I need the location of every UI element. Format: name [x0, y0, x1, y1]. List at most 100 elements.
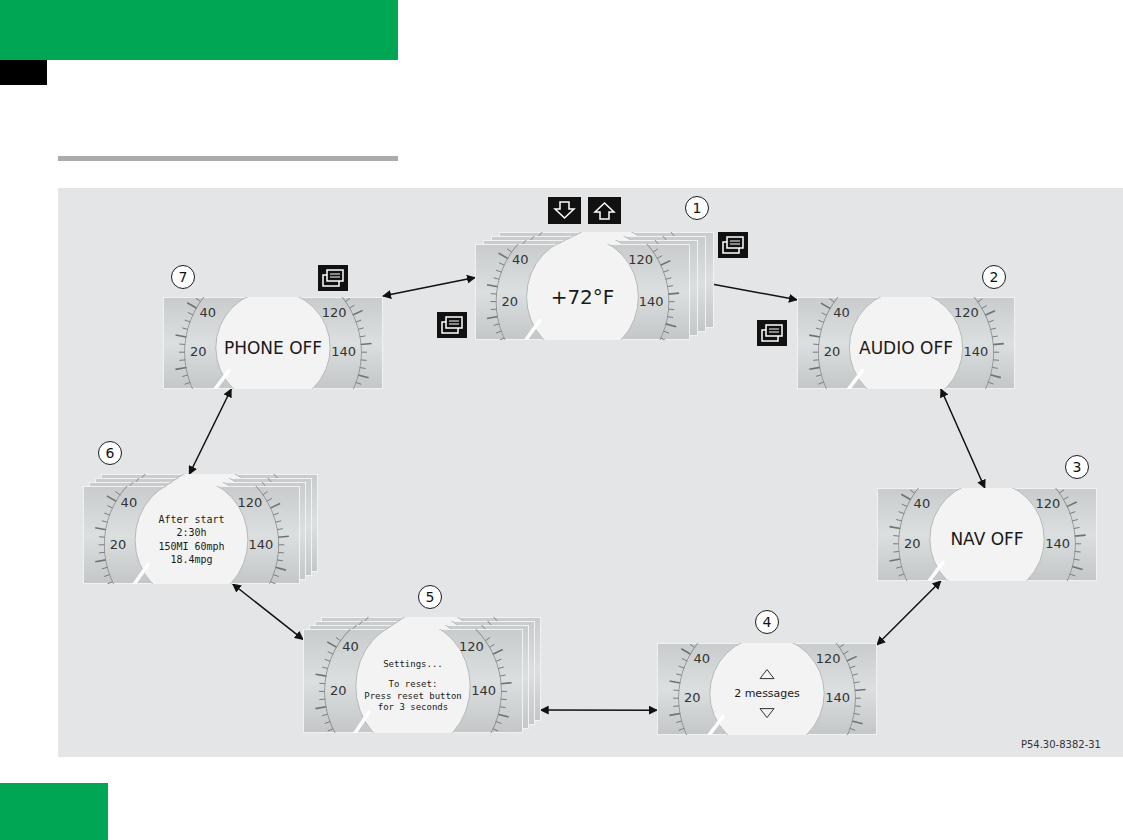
scale-tick: [498, 667, 504, 669]
scale-tick: [890, 527, 901, 529]
scale-tick: [668, 292, 679, 295]
gauge-number: 120: [459, 639, 484, 655]
scale-tick: [487, 285, 498, 287]
scale-tick: [491, 293, 497, 295]
scale-tick: [813, 344, 819, 346]
scale-tick: [345, 298, 350, 301]
scale-tick: [813, 352, 819, 353]
scale-tick: [663, 270, 669, 272]
gauge-number: 40: [833, 305, 850, 321]
double-arrow: [189, 389, 231, 474]
menu-button-icon: [718, 232, 748, 258]
scale-tick: [830, 299, 835, 302]
scale-tick: [499, 338, 504, 340]
display-text: PHONE OFF: [224, 337, 322, 357]
scale-tick: [899, 512, 905, 514]
scale-tick: [494, 324, 500, 326]
double-arrow: [877, 581, 941, 645]
display-node: Settings...To reset:Press reset button f…: [303, 629, 523, 733]
needle: [354, 712, 369, 733]
gauge-number: 20: [904, 536, 921, 552]
display-line: PHONE OFF: [224, 337, 322, 357]
scale-tick: [322, 714, 328, 716]
gauge-number: 140: [963, 344, 988, 360]
callout-number: 1: [685, 196, 709, 220]
scale-tick: [855, 689, 866, 692]
scale-tick: [681, 649, 691, 655]
scale-tick: [667, 286, 673, 287]
scale-tick: [1063, 497, 1068, 500]
scale-tick: [107, 581, 112, 584]
scale-tick: [99, 552, 105, 554]
scale-tick: [682, 658, 687, 661]
scale-tick: [666, 278, 672, 280]
scale-tick: [1070, 574, 1076, 576]
scale-tick: [270, 503, 280, 508]
scale-tick: [499, 263, 504, 266]
scale-tick: [491, 309, 497, 311]
scale-tick: [485, 637, 490, 640]
needle: [214, 371, 229, 389]
display-window: [356, 629, 470, 733]
scale-tick: [493, 650, 503, 655]
callout-number: 6: [98, 441, 122, 465]
display-line: 18.4mpg: [158, 553, 224, 567]
scale-tick: [1075, 534, 1086, 537]
scale-tick: [852, 721, 863, 724]
scale-tick: [487, 317, 498, 319]
scale-tick: [809, 367, 820, 369]
display-node: 2 messages4012020140: [657, 643, 877, 735]
page-tab: [0, 60, 47, 85]
double-arrow: [541, 709, 657, 711]
gauge-number: 140: [639, 294, 664, 310]
scale-tick: [496, 721, 502, 723]
double-arrow: [941, 389, 985, 488]
display-text: After start2:30h150MI 60mph18.4mpg: [158, 513, 224, 567]
scale-tick: [102, 567, 108, 569]
scale-tick: [319, 699, 325, 701]
scale-tick: [977, 299, 982, 302]
scale-tick: [816, 328, 822, 330]
gauge-number: 120: [238, 495, 263, 511]
scale-tick: [901, 494, 911, 500]
gauge-number: 20: [824, 344, 841, 360]
scale-tick: [489, 644, 494, 647]
scale-tick: [990, 328, 996, 330]
scale-tick: [673, 698, 679, 699]
menu-button-icon: [318, 265, 348, 291]
scale-tick: [988, 320, 994, 322]
display-node: AUDIO OFF4012020140: [797, 297, 1015, 389]
scale-tick: [843, 651, 848, 654]
scale-tick: [361, 352, 367, 353]
scale-tick: [992, 336, 998, 337]
scale-tick: [185, 382, 191, 384]
scale-tick: [854, 682, 860, 683]
gauge-number: 40: [693, 651, 710, 667]
display-window: [710, 643, 824, 735]
scale-tick: [992, 367, 998, 368]
scale-tick: [498, 253, 508, 259]
scale-tick: [500, 675, 506, 676]
gauge-number: 140: [471, 683, 496, 699]
scroll-down-symbol: [760, 709, 774, 718]
callout-number: 3: [1065, 455, 1089, 479]
scale-tick: [855, 705, 861, 707]
scale-tick: [278, 544, 284, 545]
figure-panel: [58, 188, 1123, 757]
scale-tick: [349, 305, 354, 308]
display-line: NAV OFF: [950, 529, 1023, 549]
scale-tick: [813, 359, 819, 361]
scale-tick: [893, 551, 899, 553]
scale-tick: [809, 335, 820, 337]
callout-number: 2: [982, 265, 1006, 289]
scale-tick: [491, 301, 497, 302]
scale-tick: [679, 728, 685, 730]
scale-tick: [325, 721, 331, 723]
scale-tick: [273, 574, 279, 576]
scale-tick: [993, 343, 1004, 346]
scale-tick: [356, 320, 362, 322]
scale-tick: [653, 249, 658, 252]
scale-tick: [668, 309, 674, 311]
scale-tick: [893, 535, 899, 537]
